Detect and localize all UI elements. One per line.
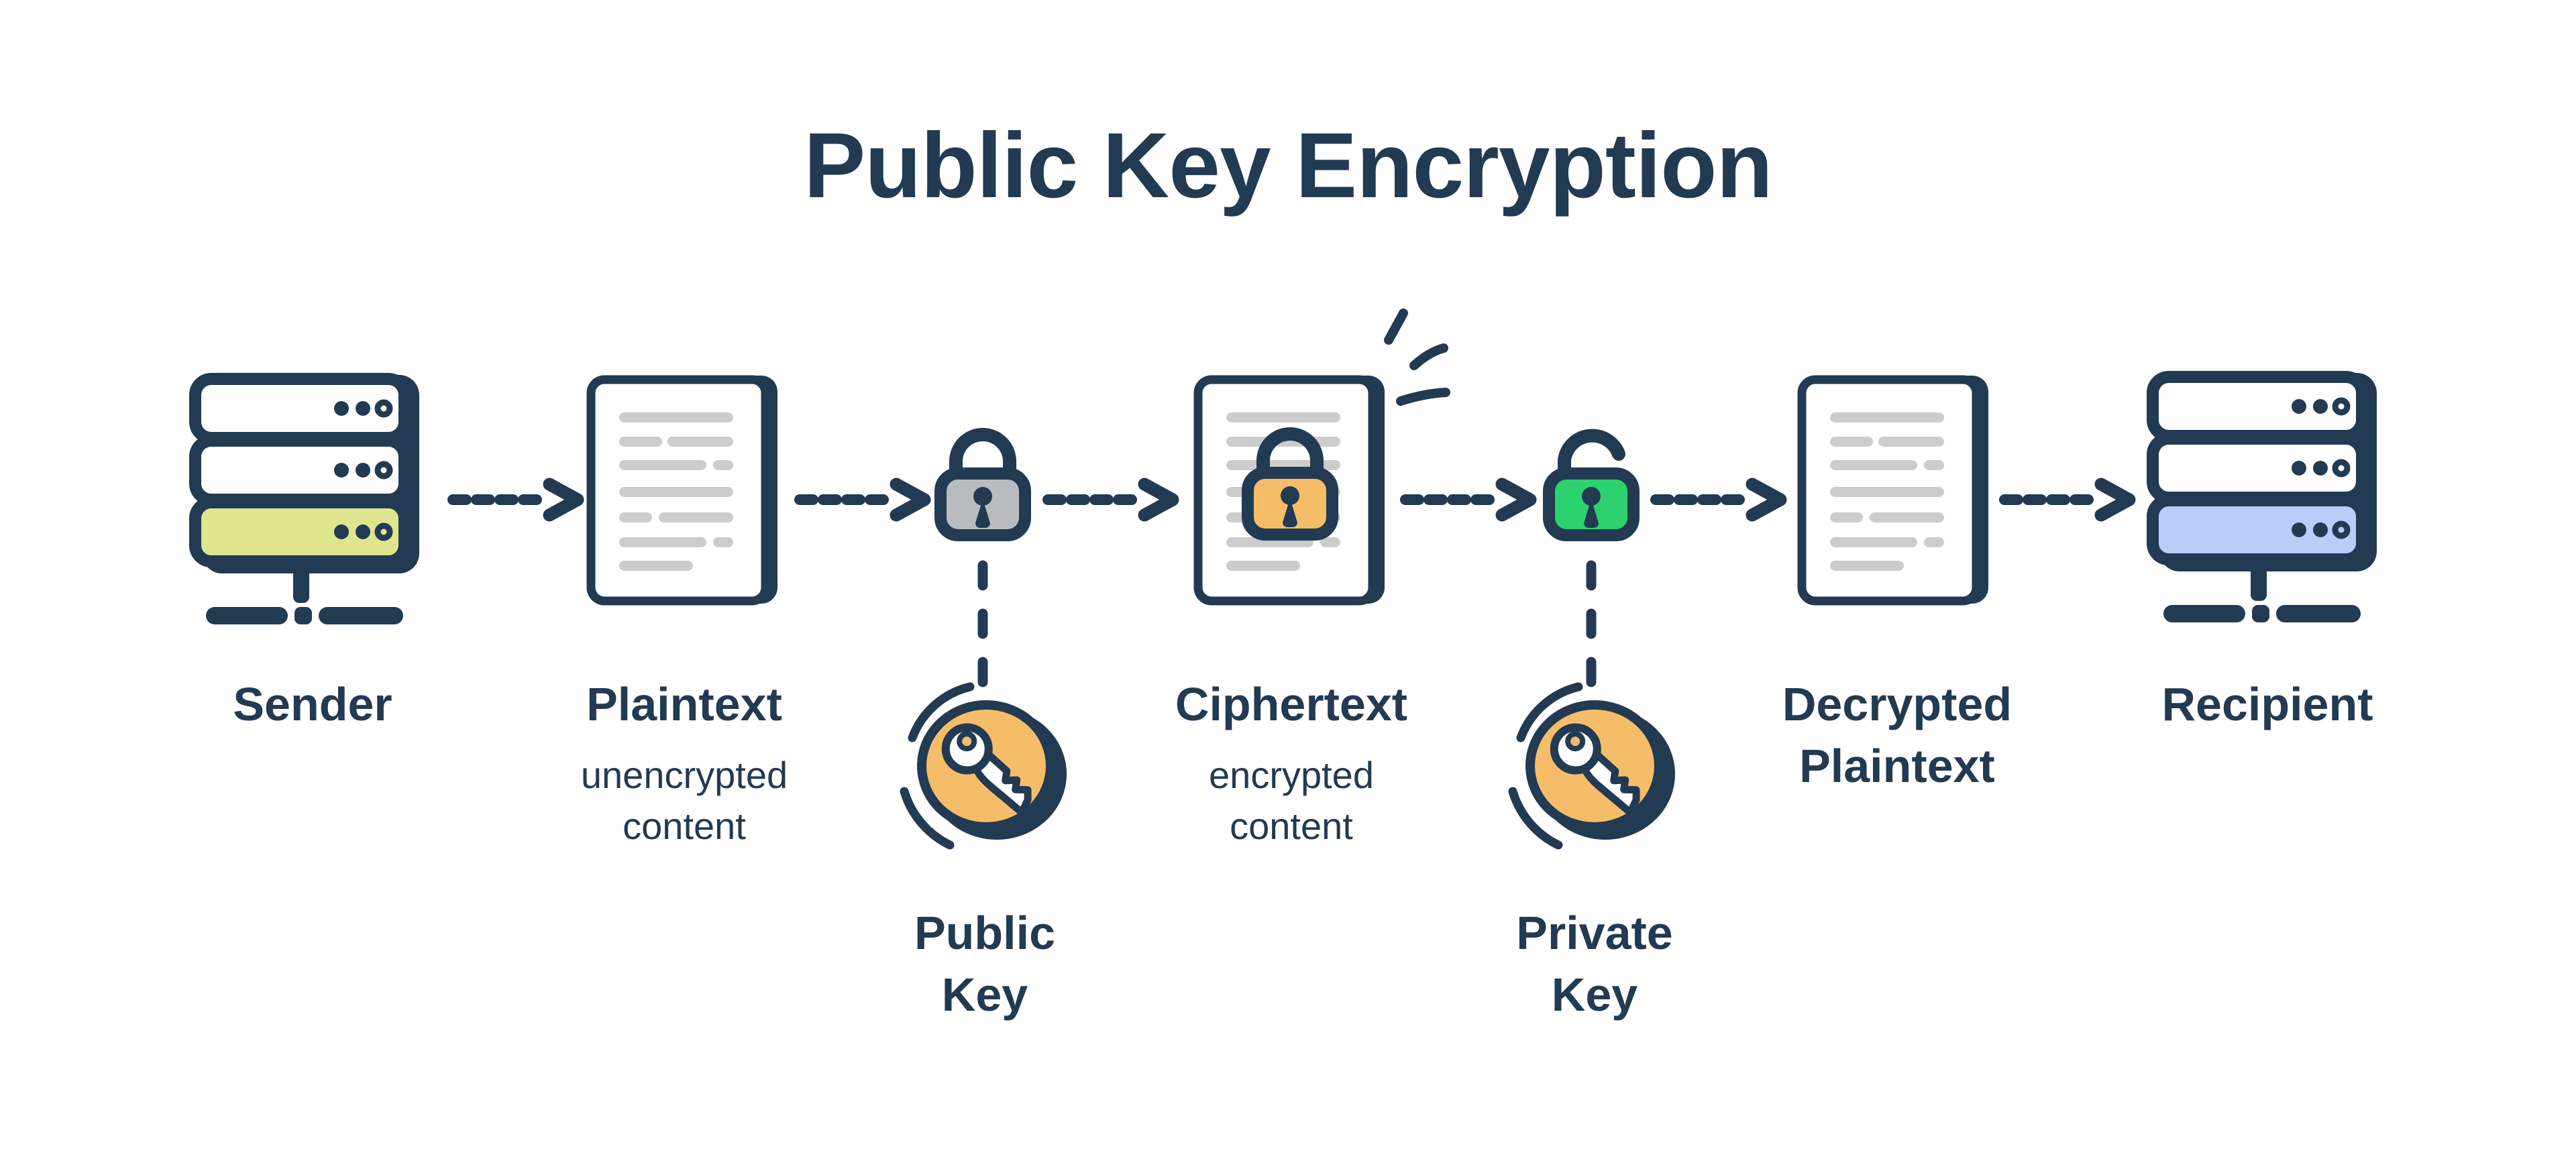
private-key-icon [1508, 682, 1675, 850]
flow-arrow-3 [1042, 478, 1179, 522]
key-glyph [941, 723, 1032, 816]
document-text-lines [619, 412, 733, 571]
private-key-label: Private Key [1516, 907, 1673, 1021]
ciphertext-sublabel: encrypted content [1209, 754, 1374, 848]
recipient-server-icon [2147, 371, 2377, 622]
key-glyph [1550, 723, 1640, 816]
document-text-lines [1830, 412, 1944, 571]
key-accent-arc-bottom [1508, 787, 1563, 850]
flow-arrow-6 [1999, 478, 2136, 522]
plaintext-sublabel: unencrypted content [580, 754, 788, 848]
server-led-dots [2292, 397, 2351, 539]
private-key-connector-line [1586, 560, 1597, 696]
private-key-lock-icon [1543, 429, 1640, 541]
server-led-dots [334, 399, 393, 541]
decrypted-plaintext-label: Decrypted Plaintext [1782, 678, 2012, 793]
sender-highlight-row [189, 496, 411, 567]
key-accent-arc-bottom [900, 787, 955, 850]
plaintext-label: Plaintext [586, 678, 782, 730]
emphasis-marks [1384, 309, 1450, 406]
recipient-highlight-row [2147, 494, 2368, 565]
plaintext-document-icon [586, 375, 777, 606]
key-accent-arc-top [908, 682, 975, 742]
recipient-label: Recipient [2161, 678, 2373, 730]
decrypted-document-icon [1797, 375, 1988, 606]
flow-arrow-5 [1650, 478, 1787, 522]
diagram-title: Public Key Encryption [804, 114, 1773, 217]
sender-label: Sender [233, 678, 392, 730]
public-key-connector-line [977, 560, 988, 696]
key-accent-arc-top [1516, 682, 1583, 742]
public-key-label: Public Key [914, 907, 1056, 1021]
ciphertext-document-icon [1193, 375, 1385, 606]
public-key-lock-icon [934, 428, 1031, 541]
sender-server-icon [189, 373, 419, 624]
flow-arrow-2 [794, 478, 931, 522]
ciphertext-label: Ciphertext [1175, 678, 1408, 730]
flow-arrow-4 [1400, 478, 1537, 522]
flow-arrow-1 [447, 478, 584, 522]
public-key-icon [900, 682, 1067, 850]
ciphertext-lock-icon [1242, 427, 1338, 541]
